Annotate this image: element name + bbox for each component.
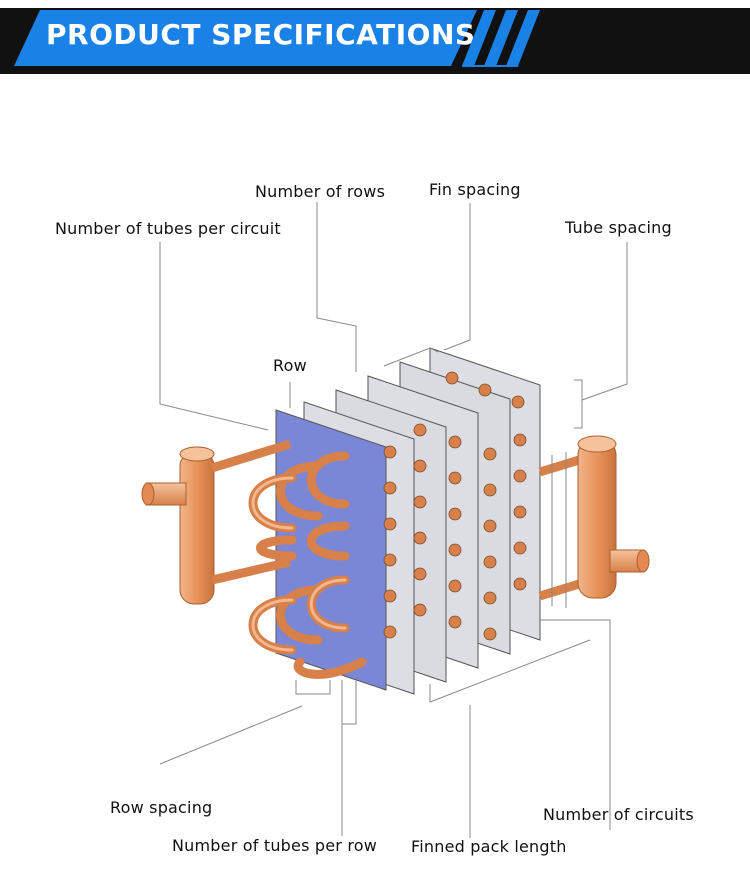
decorative-stripes-icon — [462, 10, 540, 67]
label-tubes-per-row: Number of tubes per row — [172, 836, 378, 855]
label-finned-pack-length: Finned pack length — [411, 837, 567, 856]
label-row-spacing: Row spacing — [110, 798, 213, 817]
label-number-of-circuits: Number of circuits — [543, 805, 694, 824]
header-title-plate — [14, 10, 477, 66]
label-number-of-rows: Number of rows — [255, 182, 386, 201]
label-row: Row — [273, 356, 307, 375]
label-tubes-per-circuit: Number of tubes per circuit — [55, 219, 281, 238]
page-title: PRODUCT SPECIFICATIONS — [46, 18, 476, 51]
tube-ends — [383, 371, 527, 641]
left-header — [141, 439, 292, 605]
dimension-lines — [159, 202, 628, 838]
label-tube-spacing: Tube spacing — [565, 218, 672, 237]
right-header — [538, 435, 650, 601]
label-fin-spacing: Fin spacing — [429, 180, 521, 199]
row-highlight-fin — [275, 409, 387, 691]
